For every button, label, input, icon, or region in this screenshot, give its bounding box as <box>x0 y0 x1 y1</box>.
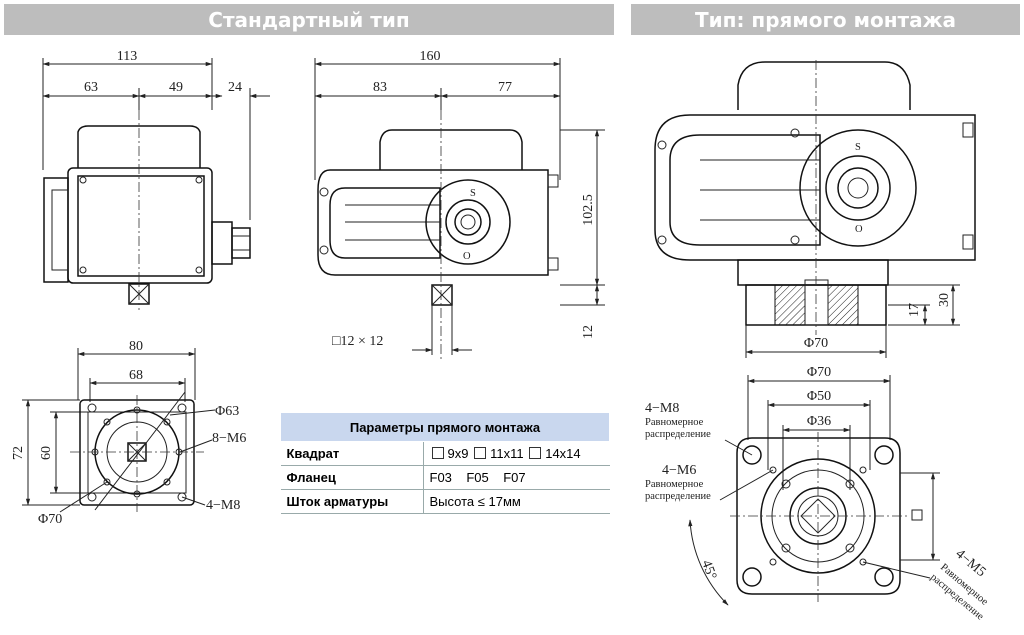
flange-m8-note2: распределение <box>645 429 711 440</box>
side-dim-shaft: 12 <box>581 325 596 339</box>
flange-f07: F07 <box>503 470 526 485</box>
front-view: 113 63 49 24 <box>42 49 270 310</box>
svg-text:O: O <box>463 251 471 262</box>
front-dim-total: 113 <box>117 49 137 64</box>
side-dim-height: 102.5 <box>581 194 596 226</box>
table-row: Фланец F03 F05 F07 <box>280 465 610 490</box>
flange-f03: F03 <box>429 470 452 485</box>
side-dim-total: 160 <box>420 49 441 64</box>
row-key-stem: Шток арматуры <box>280 489 424 514</box>
square-11: 11x11 <box>490 446 524 461</box>
checkbox-icon <box>474 447 487 459</box>
svg-text:S: S <box>470 188 476 199</box>
flange-phi50: Φ50 <box>807 389 831 404</box>
flange-f05: F05 <box>466 470 489 485</box>
bottom-dim-68: 68 <box>129 368 143 383</box>
direct-phi70: Φ70 <box>804 336 828 351</box>
front-dim-left: 63 <box>84 80 98 95</box>
square-9: 9x9 <box>447 446 469 461</box>
header-direct-mount-type: Тип: прямого монтажа <box>631 4 1020 35</box>
flange-m8: 4−M8 <box>645 401 679 416</box>
bottom-dim-80: 80 <box>129 339 143 354</box>
side-dim-right: 77 <box>498 80 512 95</box>
flange-view: Φ70 Φ50 Φ36 4−M8 Равномерное распределен… <box>645 365 990 623</box>
bottom-phi70: Φ70 <box>38 512 62 527</box>
direct-mount-view: S O 30 17 Φ70 <box>654 60 976 358</box>
svg-text:O: O <box>855 224 863 235</box>
header-standard-type: Стандартный тип <box>4 4 614 35</box>
bottom-m6: 8−M6 <box>212 431 246 446</box>
direct-mount-params-table: Параметры прямого монтажа Квадрат 9x9 11… <box>280 412 610 514</box>
bottom-m8: 4−M8 <box>206 498 240 513</box>
flange-angle: 45° <box>698 558 719 582</box>
square-14: 14x14 <box>545 446 581 461</box>
checkbox-icon <box>431 447 444 459</box>
flange-phi70: Φ70 <box>807 365 831 380</box>
stem-height: Высота ≤ 17мм <box>423 489 610 514</box>
direct-dim-17: 17 <box>907 303 922 317</box>
flange-m6: 4−M6 <box>662 463 696 478</box>
flange-m6-note1: Равномерное <box>645 479 704 490</box>
svg-text:S: S <box>855 142 861 153</box>
flange-m8-note1: Равномерное <box>645 417 704 428</box>
row-key-square: Квадрат <box>280 441 424 466</box>
flange-m6-note2: распределение <box>645 491 711 502</box>
table-row: Шток арматуры Высота ≤ 17мм <box>280 489 610 514</box>
checkbox-icon <box>529 447 542 459</box>
side-view: 160 83 77 102.5 12 S O □12 × 12 <box>314 49 605 360</box>
side-dim-left: 83 <box>373 80 387 95</box>
direct-dim-30: 30 <box>937 293 952 307</box>
row-key-flange: Фланец <box>280 465 424 490</box>
side-square-label: □12 × 12 <box>332 334 383 349</box>
params-table-title: Параметры прямого монтажа <box>280 412 610 442</box>
front-dim-right: 49 <box>169 80 183 95</box>
bottom-dim-72: 72 <box>11 446 26 460</box>
flange-phi36: Φ36 <box>807 414 831 429</box>
bottom-phi63: Φ63 <box>215 404 239 419</box>
table-row: Квадрат 9x9 11x11 14x14 <box>280 441 610 466</box>
bottom-dim-60: 60 <box>39 446 54 460</box>
front-dim-gland: 24 <box>228 80 242 95</box>
bottom-view: 80 68 72 60 Φ63 8−M6 4−M8 Φ70 <box>11 339 246 527</box>
